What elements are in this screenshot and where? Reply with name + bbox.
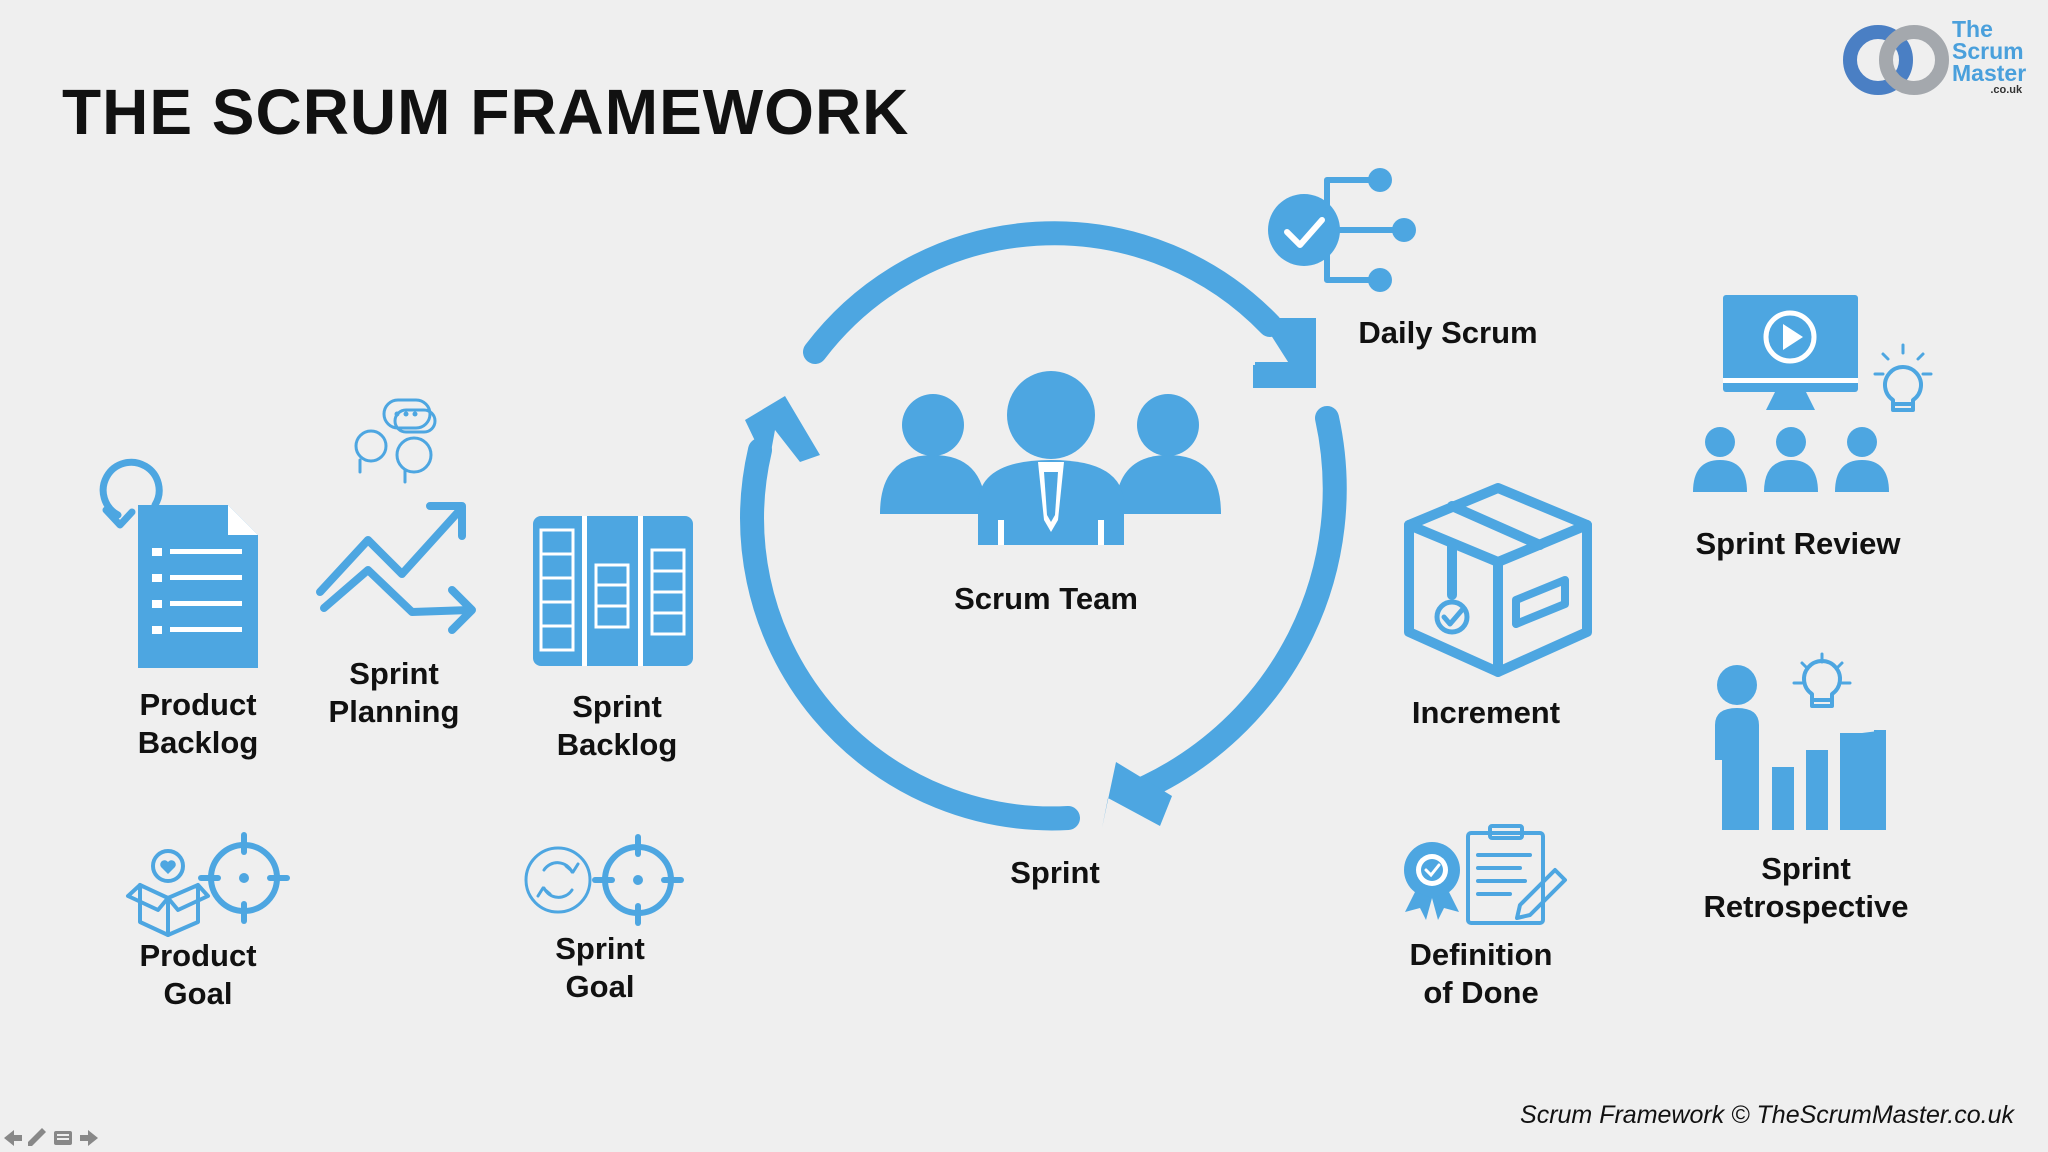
kanban-board-icon <box>533 516 693 666</box>
label-definition-of-done: Definition of Done <box>1409 937 1553 1010</box>
label-scrum-team: Scrum Team <box>954 581 1138 616</box>
label-sprint-goal: Sprint Goal <box>555 931 645 1004</box>
slide-nav-toolbar <box>4 1128 98 1146</box>
logo-line-1: The <box>1952 16 1993 42</box>
backlog-document-icon <box>99 458 258 668</box>
logo-line-2: Scrum <box>1952 38 2024 64</box>
label-sprint-planning: Sprint Planning <box>328 656 460 729</box>
definition-of-done-icon <box>1404 824 1567 925</box>
label-product-backlog: Product Backlog <box>137 687 259 760</box>
daily-scrum-icon <box>1268 168 1416 292</box>
increment-box-icon <box>1404 483 1592 677</box>
team-icon <box>880 371 1221 545</box>
label-sprint-review: Sprint Review <box>1695 526 1901 561</box>
footer-credit: Scrum Framework © TheScrumMaster.co.uk <box>1520 1101 2014 1129</box>
label-sprint: Sprint <box>1010 855 1100 890</box>
pen-icon[interactable] <box>28 1128 46 1146</box>
sprint-goal-icon <box>524 834 684 926</box>
cycle-arrows-icon <box>740 221 1347 831</box>
logo-suffix: .co.uk <box>1990 84 2023 96</box>
sprint-review-icon <box>1693 295 1933 492</box>
product-goal-icon <box>126 832 290 937</box>
retrospective-icon <box>1715 652 1886 830</box>
conversation-icon <box>354 398 437 484</box>
nav-back-icon[interactable] <box>4 1130 22 1146</box>
label-sprint-retrospective: Sprint Retrospective <box>1703 851 1909 924</box>
label-product-goal: Product Goal <box>139 938 257 1011</box>
nav-forward-icon[interactable] <box>80 1130 98 1146</box>
logo-line-3: Master <box>1952 60 2027 86</box>
label-sprint-backlog: Sprint Backlog <box>556 689 678 762</box>
label-daily-scrum: Daily Scrum <box>1358 315 1538 350</box>
label-increment: Increment <box>1411 695 1561 730</box>
logo: The Scrum Master .co.uk <box>1952 16 2027 97</box>
planning-chart-icon <box>316 502 476 634</box>
page-title: THE SCRUM FRAMEWORK <box>62 76 910 148</box>
